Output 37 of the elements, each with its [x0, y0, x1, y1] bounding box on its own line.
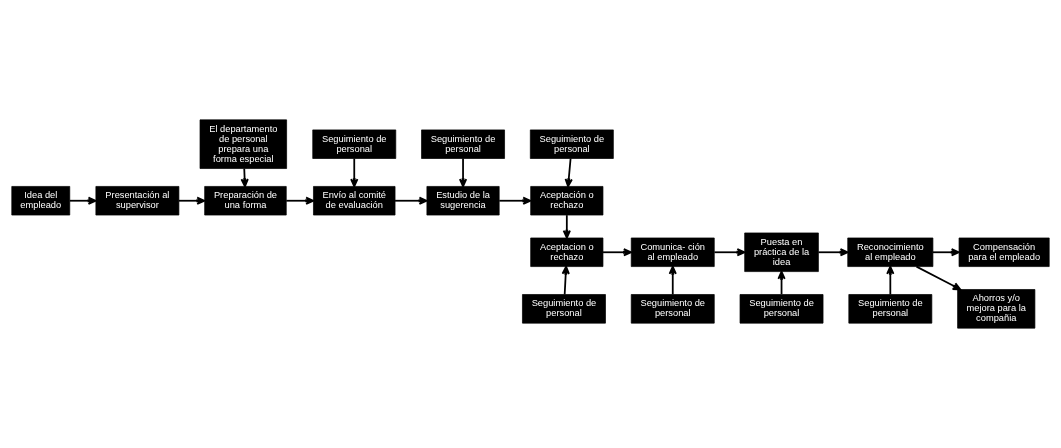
arrow: [602, 248, 632, 257]
arrow: [562, 214, 571, 239]
node-box: Seguimiento de personal: [529, 129, 614, 159]
node-box: Seguimiento de personal: [739, 294, 824, 324]
node-box: Seguimiento de personal: [522, 294, 606, 324]
arrow: [178, 196, 206, 205]
node-box: Puesta en práctica de la idea: [744, 232, 819, 272]
node-box: Aceptacion o rechazo: [530, 237, 604, 267]
arrow: [458, 157, 468, 188]
node-box: El departamento de personal prepara una forma especial: [199, 119, 287, 169]
arrow: [886, 265, 895, 296]
arrow: [285, 196, 315, 205]
arrow: [394, 196, 428, 205]
arrow: [68, 196, 97, 205]
node-box: Seguimiento de personal: [312, 129, 397, 159]
arrow: [564, 157, 573, 188]
arrow: [561, 265, 570, 296]
node-box: Seguimiento de personal: [848, 294, 933, 324]
arrow: [932, 248, 960, 257]
node-box: Compensación para el empleado: [958, 237, 1050, 267]
node-box: Seguimiento de personal: [630, 294, 715, 324]
arrow: [817, 248, 849, 257]
node-box: Presentación al supervisor: [95, 186, 180, 216]
arrow: [668, 265, 677, 296]
node-box: Estudio de la sugerencia: [426, 186, 500, 216]
node-box: Reconocimiento al empleado: [847, 237, 934, 267]
node-box: Preparación de una forma: [204, 186, 287, 216]
node-box: Comunica- ción al empleado: [630, 237, 715, 267]
arrow: [915, 265, 962, 291]
node-box: Ahorros y/o mejora para la compañia: [957, 289, 1036, 329]
node-box: Seguimiento de personal: [421, 129, 505, 159]
arrow: [713, 248, 746, 257]
node-box: Aceptación o rechazo: [530, 186, 604, 216]
node-box: Idea del empleado: [11, 186, 71, 216]
node-box: Envío al comité de evaluación: [313, 186, 396, 216]
arrow: [498, 196, 532, 205]
arrow: [350, 157, 359, 188]
